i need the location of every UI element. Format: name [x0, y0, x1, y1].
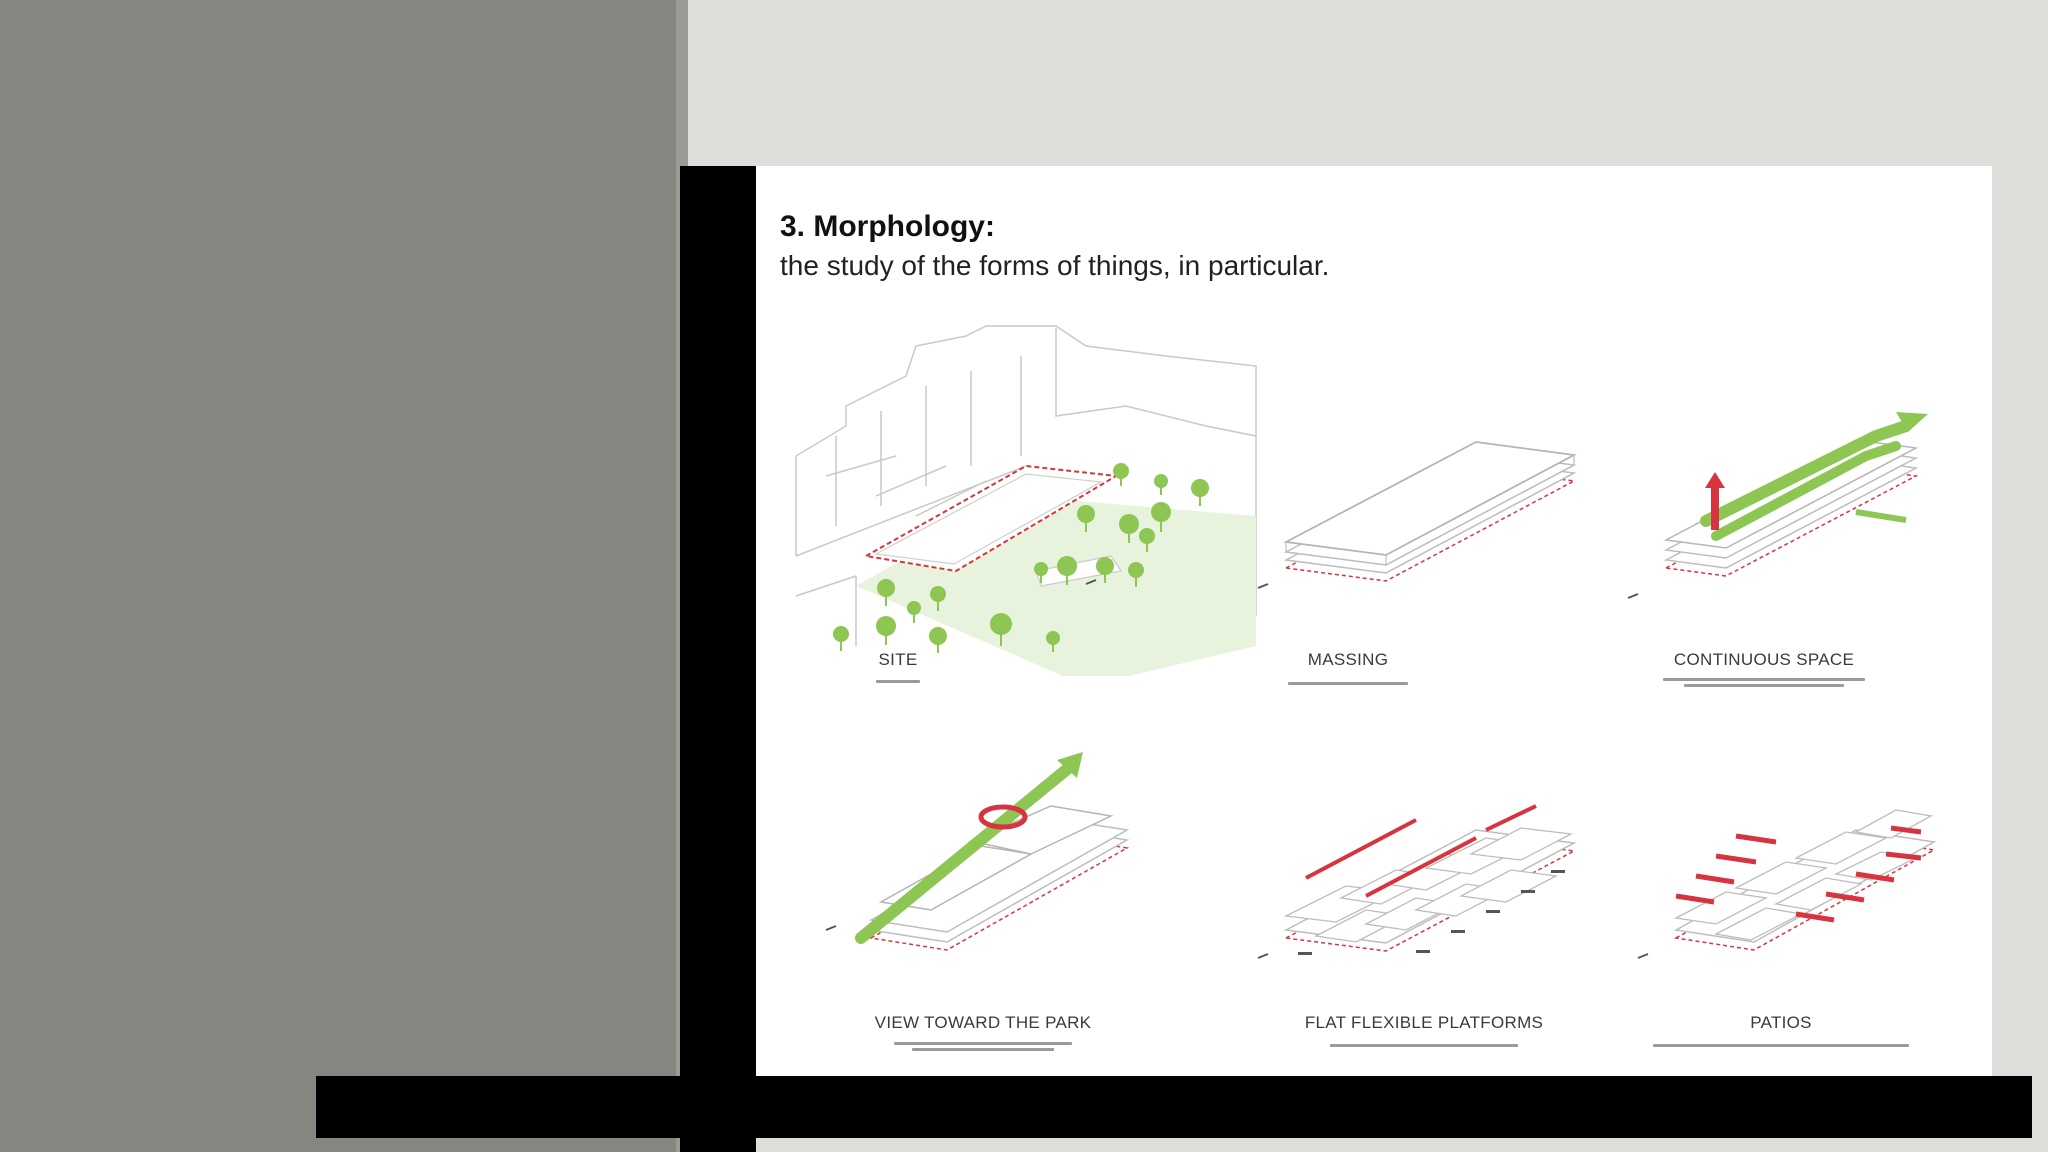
view-toward-park-note [894, 1042, 1072, 1054]
continuous-space-label: CONTINUOUS SPACE [1673, 650, 1855, 669]
site-label: SITE [878, 650, 918, 669]
view-toward-park-diagram [821, 746, 1141, 966]
site-note [876, 680, 920, 686]
flat-flexible-platforms-note [1330, 1044, 1518, 1050]
right-background [1992, 166, 2048, 1152]
flat-flexible-platforms-label: FLAT FLEXIBLE PLATFORMS [1304, 1013, 1544, 1032]
slide: 3. Morphology: the study of the forms of… [756, 166, 1992, 1076]
continuous-space-note [1663, 678, 1865, 690]
continuous-space-diagram [1616, 386, 1936, 626]
slide-title: 3. Morphology: [780, 210, 995, 243]
slide-subtitle: the study of the forms of things, in par… [780, 250, 1330, 281]
site-diagram [786, 316, 1286, 676]
top-background [688, 0, 2048, 166]
patios-label: PATIOS [1750, 1013, 1812, 1032]
black-bar-horizontal [316, 1076, 2032, 1138]
view-toward-park-label: VIEW TOWARD THE PARK [874, 1013, 1092, 1032]
massing-note [1288, 682, 1408, 688]
flat-flexible-platforms-diagram [1256, 766, 1586, 966]
black-bar-vertical [680, 166, 756, 1152]
massing-diagram [1256, 396, 1586, 616]
left-gray-panel [0, 0, 680, 1152]
massing-label: MASSING [1307, 650, 1389, 669]
patios-note [1653, 1044, 1909, 1050]
patios-diagram [1616, 766, 1936, 966]
